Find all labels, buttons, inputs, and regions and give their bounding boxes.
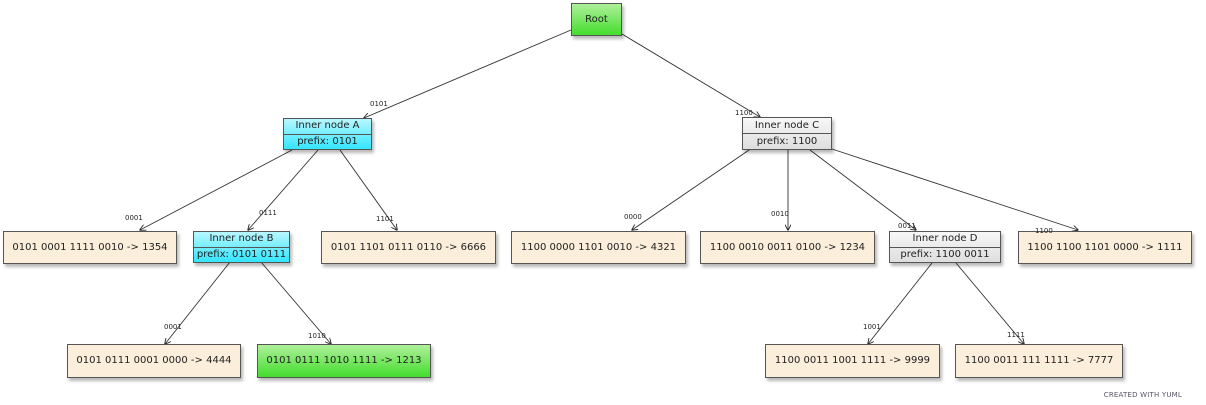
inner-node-d: Inner node D prefix: 1100 0011 [889, 231, 1001, 263]
edge-label-d-7777: 1111 [1007, 331, 1025, 339]
edge-root-c [621, 33, 760, 117]
inner-node-c-prefix: prefix: 1100 [743, 133, 831, 149]
inner-node-a-prefix: prefix: 0101 [284, 133, 371, 150]
edge-label-a-6666: 1101 [376, 215, 394, 223]
inner-node-b-name: Inner node B [209, 233, 274, 245]
edge-label-c-1234: 0010 [771, 210, 789, 218]
inner-node-b-prefix: prefix: 0101 0111 [194, 246, 289, 263]
leaf-node-7777-label: 1100 0011 111 1111 -> 7777 [964, 355, 1114, 366]
edge-label-a-b: 0111 [259, 209, 277, 217]
edge-label-c-4321: 0000 [624, 213, 642, 221]
edge-c-1111 [831, 148, 1078, 230]
leaf-node-1213: 0101 0111 1010 1111 -> 1213 [257, 344, 431, 378]
inner-node-d-prefix: prefix: 1100 0011 [890, 246, 1000, 263]
leaf-node-1111: 1100 1100 1101 0000 -> 1111 [1018, 231, 1192, 264]
edge-label-b-1213: 1010 [308, 332, 326, 340]
inner-node-b: Inner node B prefix: 0101 0111 [193, 231, 290, 263]
edge-b-4444 [165, 261, 231, 344]
leaf-node-1354-label: 0101 0001 1111 0010 -> 1354 [12, 241, 168, 253]
leaf-node-6666-label: 0101 1101 0111 0110 -> 6666 [330, 241, 487, 253]
inner-node-c: Inner node C prefix: 1100 [742, 117, 832, 150]
edge-b-1213 [260, 261, 331, 344]
edge-root-a [364, 29, 572, 118]
inner-node-d-name: Inner node D [912, 233, 978, 245]
edge-c-4321 [632, 147, 753, 230]
leaf-node-9999-label: 1100 0011 1001 1111 -> 9999 [774, 355, 931, 366]
leaf-node-1234-label: 1100 0010 0011 0100 -> 1234 [709, 241, 866, 253]
edge-d-9999 [868, 262, 933, 344]
edge-a-6666 [339, 149, 397, 230]
inner-node-c-name: Inner node C [754, 119, 820, 131]
edge-label-c-d: 0011 [898, 222, 916, 230]
leaf-node-9999: 1100 0011 1001 1111 -> 9999 [765, 344, 940, 378]
edge-label-b-4444: 0001 [164, 323, 182, 331]
leaf-node-1234: 1100 0010 0011 0100 -> 1234 [700, 231, 875, 264]
created-with-yuml-credit: CREATED WITH YUML [1103, 391, 1182, 399]
leaf-node-1354: 0101 0001 1111 0010 -> 1354 [3, 231, 177, 264]
leaf-node-4444: 0101 0111 0001 0000 -> 4444 [67, 344, 241, 378]
leaf-node-4444-label: 0101 0111 0001 0000 -> 4444 [76, 355, 232, 366]
inner-node-a-name: Inner node A [295, 120, 360, 132]
edge-c-d [809, 149, 916, 230]
root-node: Root [571, 3, 622, 36]
edge-a-1354 [140, 149, 293, 230]
edge-label-c-1111: 1100 [1035, 227, 1053, 235]
root-node-label: Root [585, 13, 608, 25]
edge-label-root-c: 1100 [735, 109, 753, 117]
inner-node-a: Inner node A prefix: 0101 [283, 118, 372, 150]
leaf-node-4321-label: 1100 0000 1101 0010 -> 4321 [520, 241, 677, 253]
edge-label-d-9999: 1001 [863, 323, 881, 331]
edge-label-a-1354: 0001 [125, 214, 143, 222]
edge-label-root-a: 0101 [370, 100, 388, 108]
edge-d-7777 [955, 262, 1024, 344]
leaf-node-6666: 0101 1101 0111 0110 -> 6666 [321, 231, 496, 264]
leaf-node-1111-label: 1100 1100 1101 0000 -> 1111 [1027, 241, 1183, 253]
leaf-node-4321: 1100 0000 1101 0010 -> 4321 [511, 231, 686, 264]
leaf-node-7777: 1100 0011 111 1111 -> 7777 [955, 344, 1123, 378]
leaf-node-1213-label: 0101 0111 1010 1111 -> 1213 [266, 355, 422, 366]
edge-a-b [248, 149, 319, 230]
